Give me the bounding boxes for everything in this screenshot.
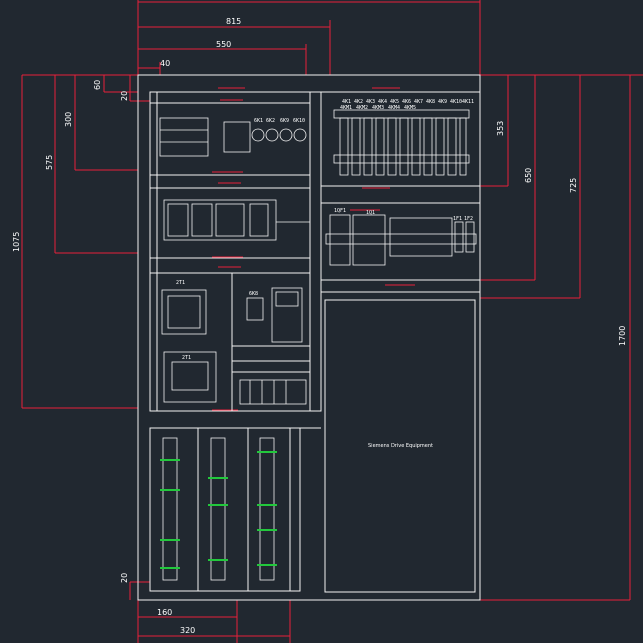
label-4k3: 4K3	[366, 99, 375, 105]
dimension-lines	[21, 0, 643, 643]
control-devices	[159, 117, 310, 241]
transformer-and-relays	[161, 287, 307, 405]
breaker-bank	[333, 109, 470, 176]
main-breaker-group	[325, 214, 477, 266]
label-6k10: 6K10	[293, 118, 305, 124]
label-4k5: 4K5	[390, 99, 399, 105]
dim-353: 353	[496, 121, 505, 136]
label-1q1: 1Q1	[366, 210, 375, 216]
label-4k9: 4K9	[438, 99, 447, 105]
label-4k8: 4K8	[426, 99, 435, 105]
label-1qf1: 1QF1	[334, 208, 346, 214]
dim-20-top: 20	[120, 91, 129, 101]
label-4k4: 4K4	[378, 99, 387, 105]
dim-300: 300	[64, 112, 73, 127]
dim-320: 320	[180, 626, 195, 635]
label-4k6: 4K6	[402, 99, 411, 105]
label-4km4: 4KM4	[388, 105, 400, 111]
dim-20-bottom: 20	[120, 573, 129, 583]
label-1f1: 1F1	[453, 216, 462, 222]
dim-550: 550	[216, 40, 231, 49]
siemens-equipment-label: Siemens Drive Equipment	[368, 443, 433, 449]
label-4k7: 4K7	[414, 99, 423, 105]
terminal-rails	[162, 437, 275, 581]
dim-650: 650	[524, 168, 533, 183]
dim-575: 575	[45, 155, 54, 170]
label-6k1: 6K1	[254, 118, 263, 124]
label-plc: 2T1	[176, 280, 185, 286]
label-6k2: 6K2	[266, 118, 275, 124]
label-4km5: 4KM5	[404, 105, 416, 111]
dim-40: 40	[160, 59, 170, 68]
label-1f2: 1F2	[464, 216, 473, 222]
label-transformer: 2T1	[182, 355, 191, 361]
label-4k11: 4K11	[462, 99, 474, 105]
cabinet-outline	[137, 74, 481, 601]
label-4k2: 4K2	[354, 99, 363, 105]
siemens-drive-box	[324, 299, 476, 593]
label-4km1: 4KM1	[340, 105, 352, 111]
label-4km3: 4KM3	[372, 105, 384, 111]
dim-160: 160	[157, 608, 172, 617]
dim-815: 815	[226, 17, 241, 26]
label-6k9: 6K9	[280, 118, 289, 124]
dim-1700: 1700	[618, 326, 627, 346]
label-4km2: 4KM2	[356, 105, 368, 111]
terminal-markers	[160, 451, 277, 569]
label-relay: 6K8	[249, 291, 258, 297]
label-4k1: 4K1	[342, 99, 351, 105]
dim-725: 725	[569, 178, 578, 193]
dim-60: 60	[93, 80, 102, 90]
label-4k10: 4K10	[450, 99, 462, 105]
dim-1075: 1075	[12, 232, 21, 252]
